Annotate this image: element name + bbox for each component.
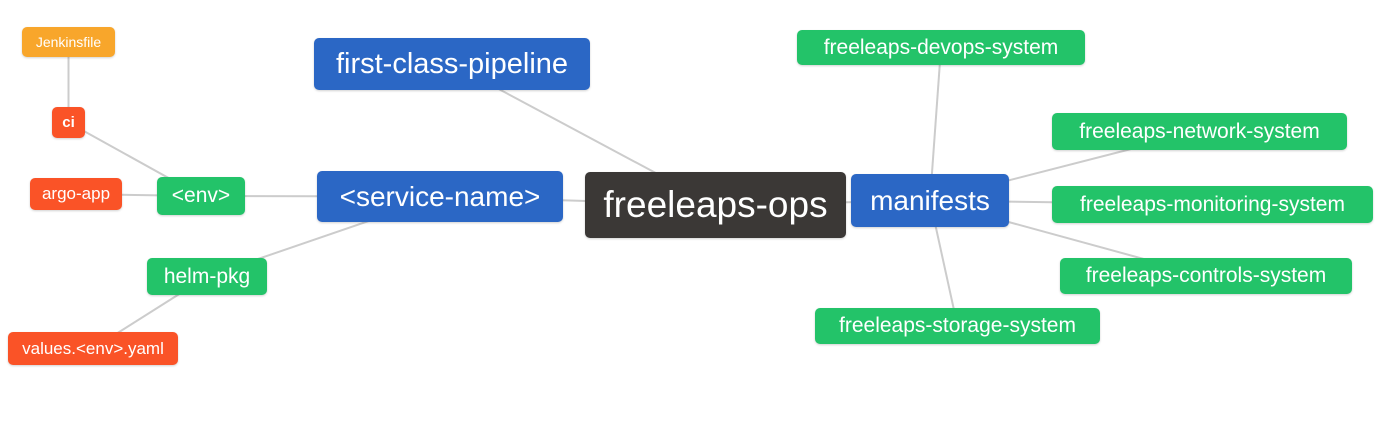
node-jenkinsfile[interactable]: Jenkinsfile xyxy=(22,27,115,57)
node-freeleaps-controls-system[interactable]: freeleaps-controls-system xyxy=(1060,258,1352,294)
node-freeleaps-ops[interactable]: freeleaps-ops xyxy=(585,172,846,238)
node-freeleaps-storage-system[interactable]: freeleaps-storage-system xyxy=(815,308,1100,344)
node-service-name[interactable]: <service-name> xyxy=(317,171,563,222)
node-argo-app[interactable]: argo-app xyxy=(30,178,122,210)
node-freeleaps-devops-system[interactable]: freeleaps-devops-system xyxy=(797,30,1085,65)
node-env[interactable]: <env> xyxy=(157,177,245,215)
node-freeleaps-network-system[interactable]: freeleaps-network-system xyxy=(1052,113,1347,150)
node-ci[interactable]: ci xyxy=(52,107,85,138)
node-freeleaps-monitoring-system[interactable]: freeleaps-monitoring-system xyxy=(1052,186,1373,223)
node-values-env-yaml[interactable]: values.<env>.yaml xyxy=(8,332,178,365)
node-helm-pkg[interactable]: helm-pkg xyxy=(147,258,267,295)
node-manifests[interactable]: manifests xyxy=(851,174,1009,227)
node-first-class-pipeline[interactable]: first-class-pipeline xyxy=(314,38,590,90)
